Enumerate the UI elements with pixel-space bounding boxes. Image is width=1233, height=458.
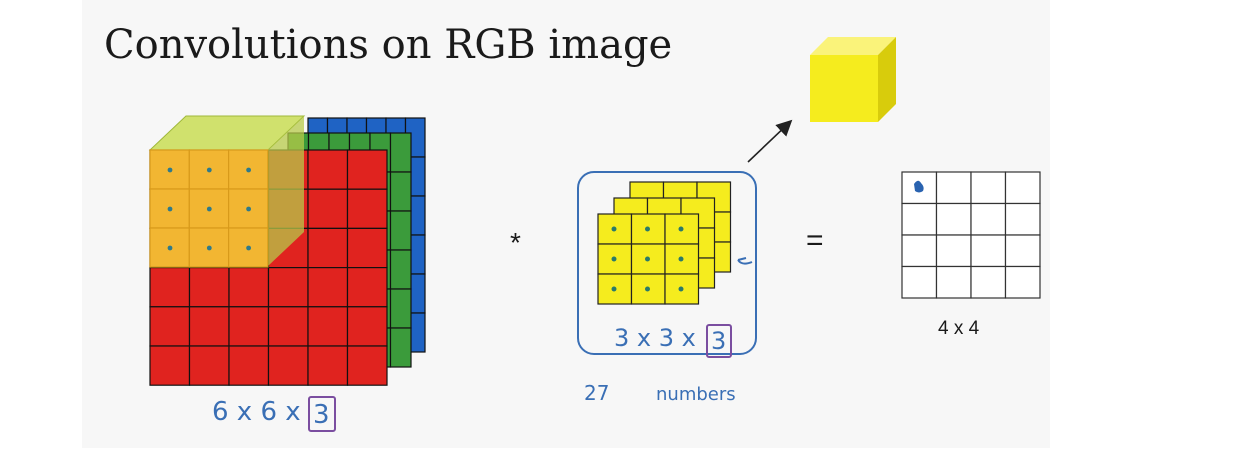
red-channel-cell — [149, 345, 191, 386]
red-channel-cell — [307, 149, 349, 190]
filter-dot — [678, 226, 684, 232]
filter-caption-word: numbers — [656, 384, 736, 405]
output-cell — [970, 202, 1007, 236]
red-channel-cell — [307, 267, 349, 308]
red-channel-cell — [346, 149, 388, 190]
input-volume-label: 6 x 6 x — [212, 397, 301, 427]
filter-layer-cell — [664, 273, 700, 305]
filter-dot — [645, 256, 650, 262]
green-channel-cell — [389, 288, 412, 329]
green-channel-cell — [389, 132, 412, 173]
filter-dot — [645, 226, 650, 232]
output-cell — [970, 234, 1007, 268]
red-channel-cell — [307, 227, 349, 269]
filter-dot — [645, 286, 650, 292]
red-channel-cell — [188, 267, 230, 308]
red-channel-cell — [267, 306, 309, 347]
output-first-cell-mark — [914, 180, 924, 193]
red-channel-cell — [149, 267, 191, 308]
filter-caption-count: 27 — [584, 381, 609, 405]
red-channel-cell — [346, 345, 388, 386]
output-cell — [935, 265, 972, 299]
overlay-dot — [167, 206, 173, 212]
input-channels-box — [308, 396, 336, 432]
output-grid — [901, 171, 1041, 299]
output-cell — [935, 234, 972, 268]
overlay-dot — [206, 245, 212, 251]
filter-label: 3 x 3 x — [614, 324, 696, 352]
overlay-dot — [206, 206, 212, 212]
red-channel-cell — [188, 345, 230, 386]
green-channel-cell — [389, 171, 412, 212]
red-channel-cell — [149, 306, 191, 347]
output-cell — [935, 202, 972, 236]
red-channel-cell — [188, 306, 230, 347]
overlay-dot — [246, 167, 252, 173]
red-channel-cell — [346, 306, 388, 347]
overlay-dot — [246, 245, 252, 251]
red-channel-cell — [346, 227, 388, 269]
input-channels-value: 3 — [313, 400, 330, 430]
filter-dot — [678, 286, 684, 292]
filter-outline — [577, 171, 757, 355]
filter-dot — [611, 286, 617, 292]
output-cell — [935, 171, 972, 205]
arrow-to-cube — [747, 119, 793, 163]
slide-title: Convolutions on RGB image — [104, 22, 673, 68]
output-cell — [1004, 171, 1041, 205]
overlay-dot — [167, 245, 173, 251]
filter-dot — [678, 256, 684, 262]
red-channel-cell — [346, 188, 388, 229]
green-channel-cell — [389, 327, 412, 368]
overlay-dot — [167, 167, 173, 173]
filter-volume — [577, 171, 757, 355]
red-channel-cell — [228, 345, 270, 386]
red-channel-cell — [267, 267, 309, 308]
output-cell — [970, 171, 1007, 205]
red-channel-cell — [267, 345, 309, 386]
red-channel-cell — [228, 267, 270, 308]
overlay-side-face — [268, 116, 304, 266]
input-volume — [148, 115, 426, 386]
red-channel-cell — [228, 306, 270, 347]
output-cell — [901, 234, 938, 268]
output-cell — [901, 202, 938, 236]
output-cell — [901, 265, 938, 299]
filter-dot — [611, 226, 617, 232]
overlay-dot — [246, 206, 252, 212]
filter-layer-cell — [597, 243, 633, 275]
output-cell — [1004, 234, 1041, 268]
filter-depth-arrow — [737, 257, 753, 265]
filter-channels-box — [706, 324, 732, 358]
red-channel-cell — [307, 306, 349, 347]
yellow-cube-icon — [810, 37, 896, 122]
filter-dot — [611, 256, 617, 262]
red-channel-cell — [346, 267, 388, 308]
filter-layer-cell — [597, 273, 633, 305]
equals-sign: = — [806, 224, 824, 257]
filter-channels-value: 3 — [711, 327, 726, 355]
output-label: 4 x 4 — [938, 318, 980, 339]
output-cell — [1004, 202, 1041, 236]
output-cell — [1004, 265, 1041, 299]
filter-overlay-region — [148, 115, 306, 268]
output-cell — [970, 265, 1007, 299]
red-channel-cell — [307, 188, 349, 229]
green-channel-cell — [389, 249, 412, 290]
red-channel-cell — [307, 345, 349, 386]
overlay-dot — [206, 167, 212, 173]
green-channel-cell — [389, 210, 412, 251]
convolution-operator: * — [510, 227, 521, 258]
